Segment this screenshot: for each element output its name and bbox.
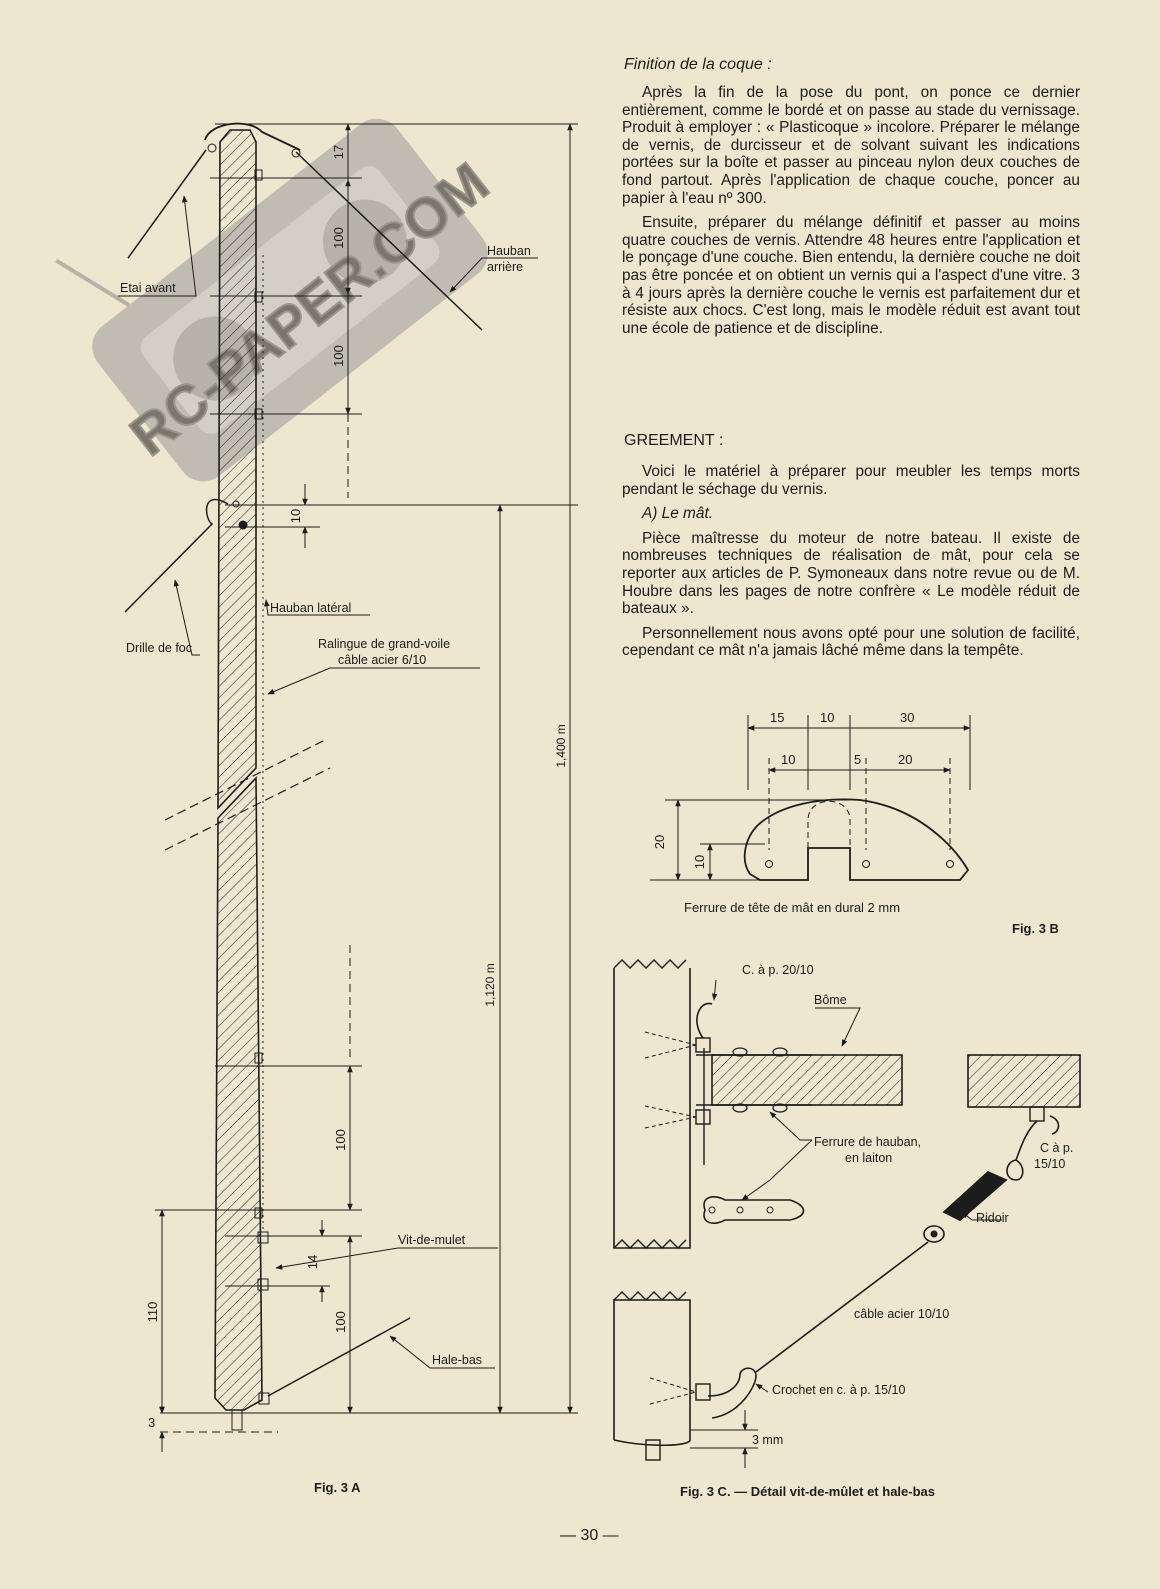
label-bome: Bôme <box>814 993 847 1007</box>
label-drille: Drille de foc <box>126 641 192 655</box>
dim-t30: 30 <box>900 710 914 725</box>
section-title-greement: GREEMENT : <box>624 432 724 449</box>
fig3c-labels: C. à p. 20/10 Bôme Ferrure de hauban, en… <box>742 963 1073 1447</box>
dim-100d: 100 <box>333 1311 348 1333</box>
fig3a-dimensions: 17 100 100 10 1,400 m 1,120 m 100 14 100… <box>145 145 568 1430</box>
dim-100b: 100 <box>331 345 346 367</box>
fig3b-subcaption: Ferrure de tête de mât en dural 2 mm <box>684 900 900 915</box>
subsection-title: A) Le mât. <box>642 505 713 523</box>
label-ferrure-2: en laiton <box>845 1151 892 1165</box>
fig3b-dimensions: 15 10 30 10 5 20 20 10 <box>652 710 914 869</box>
dim-m5: 5 <box>854 752 861 767</box>
fig3b-caption: Fig. 3 B <box>1012 921 1059 936</box>
paragraph: Pièce maîtresse du moteur de notre batea… <box>622 529 1080 618</box>
article-body-1: Après la fin de la pose du pont, on ponc… <box>622 84 1080 344</box>
page-number: — 30 — <box>560 1527 619 1544</box>
label-crochet: Crochet en c. à p. 15/10 <box>772 1383 905 1397</box>
article-body-2: Voici le matériel à préparer pour meuble… <box>622 463 1080 667</box>
dim-100a: 100 <box>331 227 346 249</box>
dim-t15: 15 <box>770 710 784 725</box>
label-hauban-lateral: Hauban latéral <box>270 601 351 615</box>
dim-1400: 1,400 m <box>554 724 568 767</box>
label-ralingue-2: câble acier 6/10 <box>338 653 426 667</box>
label-cap20: C. à p. 20/10 <box>742 963 814 977</box>
dim-m10: 10 <box>781 752 795 767</box>
label-vit-de-mulet: Vit-de-mulet <box>398 1233 466 1247</box>
label-etai-avant: Etai avant <box>120 281 176 295</box>
label-ralingue-1: Ralingue de grand-voile <box>318 637 450 651</box>
dim-100c: 100 <box>333 1129 348 1151</box>
dim-10: 10 <box>288 509 303 523</box>
label-cap15-1: C à p. <box>1040 1141 1073 1155</box>
dim-17: 17 <box>331 145 346 159</box>
paragraph: Après la fin de la pose du pont, on ponc… <box>622 84 1080 207</box>
fig3c-caption: Fig. 3 C. — Détail vit-de-mûlet et hale-… <box>680 1484 935 1499</box>
dim-v20: 20 <box>652 835 667 849</box>
fig3a-caption: Fig. 3 A <box>314 1480 361 1495</box>
paragraph: Voici le matériel à préparer pour meuble… <box>622 463 1080 498</box>
label-hauban-arriere-1: Hauban <box>487 244 531 258</box>
label-hale-bas: Hale-bas <box>432 1353 482 1367</box>
label-cap15-2: 15/10 <box>1034 1157 1065 1171</box>
dim-3: 3 <box>148 1415 155 1430</box>
label-ferrure-1: Ferrure de hauban, <box>814 1135 921 1149</box>
dim-m20: 20 <box>898 752 912 767</box>
dim-v10: 10 <box>692 855 707 869</box>
fig3b-drawing <box>650 715 971 881</box>
paragraph: Ensuite, préparer du mélange définitif e… <box>622 214 1080 337</box>
label-hauban-arriere-2: arrière <box>487 260 523 274</box>
label-ridoir: Ridoir <box>976 1211 1009 1225</box>
dim-1120: 1,120 m <box>483 963 497 1006</box>
fig3a-mast-drawing <box>118 122 578 1452</box>
dim-t10: 10 <box>820 710 834 725</box>
watermark: RC-PAPER.COM <box>55 118 501 482</box>
section-title-finition: Finition de la coque : <box>624 56 772 73</box>
dim-110: 110 <box>145 1302 160 1323</box>
fig3a-labels: Etai avant Hauban arrière Hauban latéral… <box>120 244 531 1367</box>
label-3mm: 3 mm <box>752 1433 783 1447</box>
dim-14: 14 <box>305 1255 320 1269</box>
label-cable: câble acier 10/10 <box>854 1307 949 1321</box>
paragraph: Personnellement nous avons opté pour une… <box>622 624 1080 660</box>
fig3c-drawing <box>613 959 1081 1468</box>
